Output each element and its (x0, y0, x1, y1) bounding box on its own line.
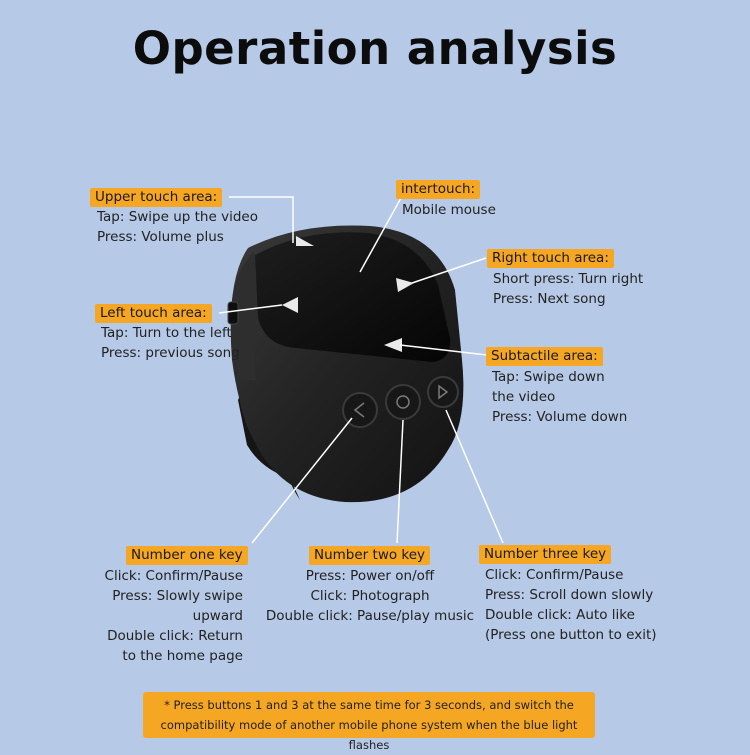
key-three-line-3: Double click: Auto like (485, 607, 635, 623)
right-touch-line-1: Short press: Turn right (493, 271, 644, 287)
key-two-button (385, 384, 421, 420)
key-three-button (427, 376, 459, 408)
left-touch-area-tag: Left touch area: (95, 304, 212, 323)
upper-touch-line-2: Press: Volume plus (97, 229, 224, 245)
arrow-right-icon (396, 278, 414, 292)
key-three-tag: Number three key (479, 545, 612, 564)
key-two-line-1: Press: Power on/off (305, 568, 435, 584)
page-title: Operation analysis (132, 22, 618, 75)
arrow-up-icon (296, 236, 314, 246)
key-three-line-4: (Press one button to exit) (485, 627, 657, 643)
note-line-2: compatibility mode of another mobile pho… (160, 718, 578, 752)
right-touch-area-tag: Right touch area: (487, 249, 614, 268)
key-one-line-5: to the home page (122, 648, 243, 664)
note-line-1: * Press buttons 1 and 3 at the same time… (164, 698, 574, 712)
key-two-tag: Number two key (309, 546, 431, 565)
key-one-tag: Number one key (126, 546, 248, 565)
upper-touch-line-1: Tap: Swipe up the video (97, 209, 258, 225)
key-one-line-2: Press: Slowly swipe (112, 588, 243, 604)
subtactile-line-1: Tap: Swipe down (492, 369, 605, 385)
right-touch-line-2: Press: Next song (493, 291, 606, 307)
intertouch-line-1: Mobile mouse (402, 202, 496, 218)
subtactile-line-2: the video (492, 389, 556, 405)
key-two-line-3: Double click: Pause/play music (265, 608, 475, 624)
intertouch-tag: intertouch: (396, 180, 481, 199)
key-one-line-3: upward (192, 608, 243, 624)
left-touch-line-1: Tap: Turn to the left (101, 325, 232, 341)
subtactile-area-tag: Subtactile area: (486, 347, 603, 366)
subtactile-line-3: Press: Volume down (492, 409, 628, 425)
key-three-line-1: Click: Confirm/Pause (485, 567, 624, 583)
key-one-line-1: Click: Confirm/Pause (104, 568, 243, 584)
key-one-line-4: Double click: Return (107, 628, 243, 644)
upper-touch-area-tag: Upper touch area: (90, 188, 223, 207)
key-three-line-2: Press: Scroll down slowly (485, 587, 654, 603)
arrow-left-icon (282, 297, 298, 313)
compatibility-note: * Press buttons 1 and 3 at the same time… (143, 692, 595, 752)
leader-lines (218, 196, 504, 544)
left-touch-line-2: Press: previous song (101, 345, 240, 361)
arrow-down-icon (384, 338, 402, 352)
key-two-line-2: Click: Photograph (310, 588, 430, 604)
device-screen (255, 232, 451, 362)
